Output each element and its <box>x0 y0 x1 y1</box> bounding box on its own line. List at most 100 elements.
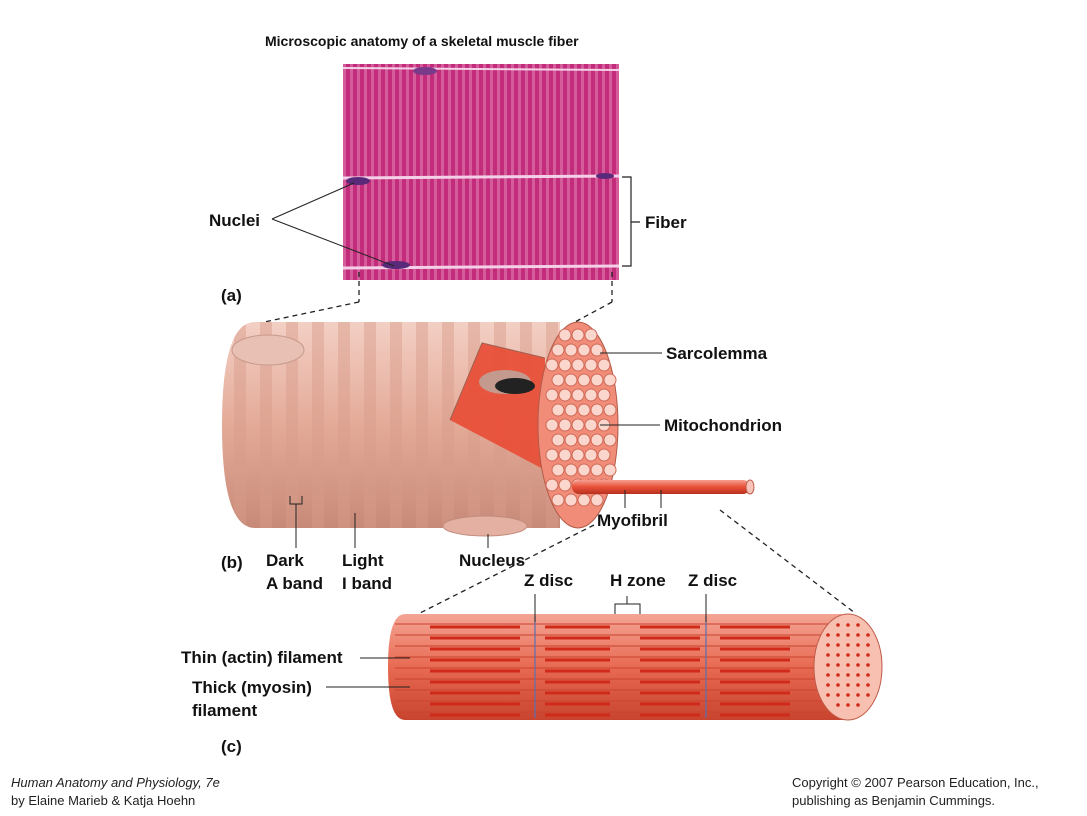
book-title: Human Anatomy and Physiology <box>11 775 198 790</box>
label-thick-filament-2: filament <box>192 700 257 722</box>
label-z-disc-left: Z disc <box>524 570 573 592</box>
filament-end-dot <box>826 673 830 677</box>
label-a-band: A band <box>266 573 323 595</box>
myofibril-end <box>572 389 584 401</box>
myofibril-end <box>565 494 577 506</box>
filament-end-dot <box>856 633 860 637</box>
figure-title: Microscopic anatomy of a skeletal muscle… <box>265 33 579 49</box>
label-dark: Dark <box>266 550 304 572</box>
myofibril-end <box>546 359 558 371</box>
filament-end-dot <box>856 703 860 707</box>
filament-end-dot <box>836 703 840 707</box>
myofibril-end <box>559 359 571 371</box>
filament-end-dot <box>836 693 840 697</box>
filament-end-dot <box>836 683 840 687</box>
filament-end-dot <box>856 623 860 627</box>
filament-end-dot <box>846 673 850 677</box>
myofibril-end <box>546 389 558 401</box>
myofibril-end <box>559 389 571 401</box>
myofibril-end <box>591 404 603 416</box>
myofibril-end <box>604 374 616 386</box>
copyright: Copyright © 2007 Pearson Education, Inc.… <box>792 774 1039 792</box>
myofibril-end <box>572 419 584 431</box>
myofibril-end <box>591 344 603 356</box>
panel-label-a: (a) <box>221 285 242 307</box>
myofibril-end <box>578 464 590 476</box>
myofibril-end <box>565 404 577 416</box>
filament-end-dot <box>836 673 840 677</box>
filament-end-dot <box>846 693 850 697</box>
label-h-zone: H zone <box>610 570 666 592</box>
myofibril-end <box>585 449 597 461</box>
filament-end-dot <box>856 643 860 647</box>
myofibril-end <box>552 464 564 476</box>
micrograph <box>343 64 619 280</box>
myofibril-end <box>559 419 571 431</box>
filament-end-dot <box>856 683 860 687</box>
myofibril-end <box>559 329 571 341</box>
myofibril-end <box>578 404 590 416</box>
myofibril-end <box>552 404 564 416</box>
panel-label-c: (c) <box>221 736 242 758</box>
myofibril-end <box>572 329 584 341</box>
publisher: publishing as Benjamin Cummings. <box>792 792 995 810</box>
myofibril-end <box>559 449 571 461</box>
filament-end-dot <box>836 633 840 637</box>
filament-end-dot <box>846 653 850 657</box>
filament-end-dot <box>856 693 860 697</box>
filament-end-dot <box>846 703 850 707</box>
myofibril-end <box>585 419 597 431</box>
myofibril-end <box>572 359 584 371</box>
myofibril-end <box>565 434 577 446</box>
myofibril-end <box>552 494 564 506</box>
label-myofibril: Myofibril <box>597 510 668 532</box>
myofibril-end <box>578 344 590 356</box>
filament-end-dot <box>866 673 870 677</box>
panel-label-b: (b) <box>221 552 243 574</box>
myofibril-end <box>604 434 616 446</box>
filament-end-dot <box>836 663 840 667</box>
myofibril-end <box>585 359 597 371</box>
book-edition: , 7e <box>198 775 220 790</box>
myofibril-end <box>578 374 590 386</box>
label-thin-filament: Thin (actin) filament <box>181 647 343 669</box>
filament-end-dot <box>826 693 830 697</box>
myofibril-end <box>565 374 577 386</box>
myofibril-end <box>591 464 603 476</box>
filament-end-dot <box>846 643 850 647</box>
myofibril-end <box>565 344 577 356</box>
filament-end-dot <box>836 623 840 627</box>
myofibril-end <box>598 449 610 461</box>
protruding-myofibril <box>572 480 754 494</box>
myofibril-end <box>552 344 564 356</box>
filament-end-dot <box>856 663 860 667</box>
myofibril-end <box>598 389 610 401</box>
filament-end-dot <box>836 643 840 647</box>
myofibril-end <box>585 329 597 341</box>
filament-end-dot <box>846 633 850 637</box>
myofibril-end <box>604 464 616 476</box>
label-fiber: Fiber <box>645 212 687 234</box>
label-i-band: I band <box>342 573 392 595</box>
myofibril-end <box>598 359 610 371</box>
filament-end-dot <box>826 643 830 647</box>
sarcomere-tube <box>388 614 882 720</box>
book-credit: Human Anatomy and Physiology, 7e <box>11 774 220 792</box>
myofibril-end <box>546 449 558 461</box>
label-thick-filament-1: Thick (myosin) <box>192 677 312 699</box>
filament-end-dot <box>846 683 850 687</box>
label-sarcolemma: Sarcolemma <box>666 343 767 365</box>
myofibril-end <box>585 389 597 401</box>
filament-end-dot <box>856 673 860 677</box>
myofibril-end <box>552 434 564 446</box>
filament-end-dot <box>826 683 830 687</box>
filament-end-dot <box>826 653 830 657</box>
label-nuclei: Nuclei <box>209 210 260 232</box>
filament-end-dot <box>826 633 830 637</box>
label-light: Light <box>342 550 384 572</box>
filament-end-dot <box>846 623 850 627</box>
authors-credit: by Elaine Marieb & Katja Hoehn <box>11 792 195 810</box>
myofibril-end <box>552 374 564 386</box>
